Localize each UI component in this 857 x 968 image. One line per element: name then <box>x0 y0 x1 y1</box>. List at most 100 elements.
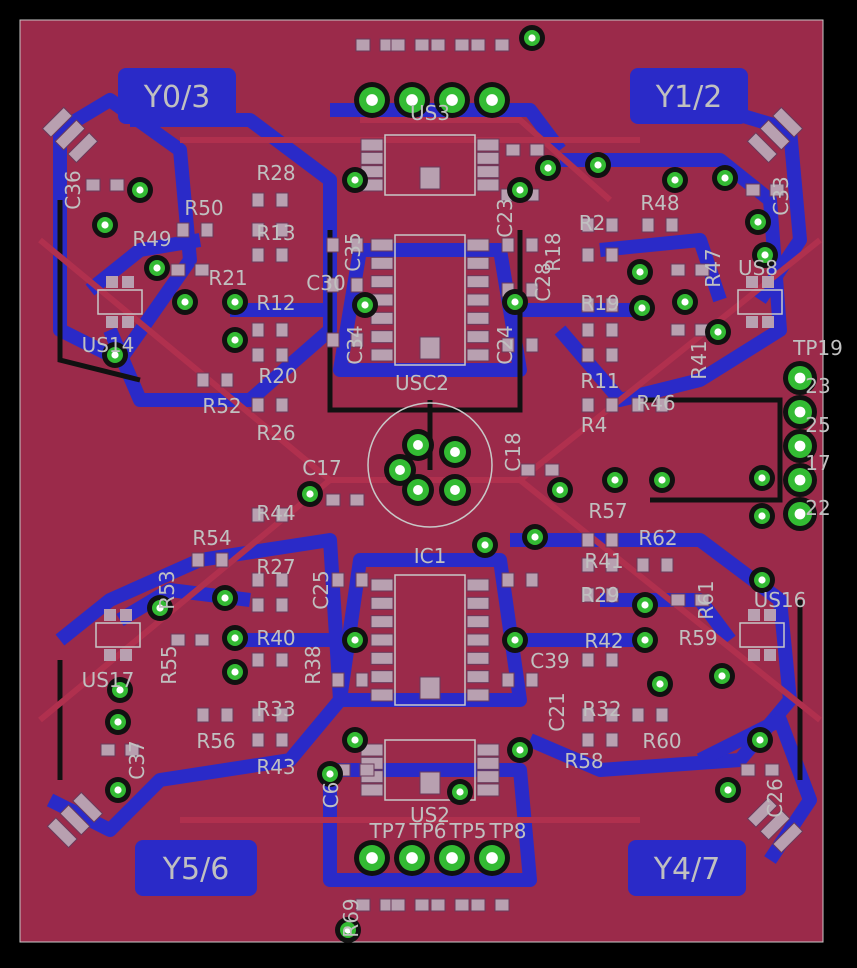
designator-label: TP5 <box>448 819 486 843</box>
designator-label: R55 <box>157 645 181 684</box>
smd-pad-icon <box>605 322 619 338</box>
smd-pad-icon <box>251 397 265 413</box>
smd-pad-icon <box>46 791 104 849</box>
smd-pad-icon <box>275 652 289 668</box>
via-icon <box>745 209 771 235</box>
bottom-trace <box>323 763 537 887</box>
designator-label: R28 <box>256 161 295 185</box>
via-icon <box>222 327 248 353</box>
designator-label: IC1 <box>414 544 447 568</box>
designator-label: C23 <box>493 198 517 237</box>
via-icon <box>105 777 131 803</box>
designator-label: R69 <box>339 898 363 937</box>
smd-pad-icon <box>655 707 669 723</box>
designator-label: R60 <box>642 729 681 753</box>
via-icon <box>317 761 343 787</box>
smd-pad-icon <box>605 347 619 363</box>
designator-label: R21 <box>208 266 247 290</box>
designator-label: R48 <box>640 191 679 215</box>
smd-pad-icon <box>605 557 619 573</box>
smd-pad-icon <box>196 707 210 723</box>
designator-label: R61 <box>694 580 718 619</box>
via-icon <box>749 567 775 593</box>
via-icon <box>585 152 611 178</box>
via-icon <box>747 727 773 753</box>
designator-label: C30 <box>306 271 345 295</box>
via-icon <box>222 289 248 315</box>
designator-label: 17 <box>805 451 830 475</box>
smd-pad-icon <box>525 237 539 253</box>
component-footprints <box>41 38 804 912</box>
designator-label: R29 <box>580 583 619 607</box>
via-icon <box>434 840 470 876</box>
smd-pad-icon <box>331 572 345 588</box>
smd-pad-icon <box>194 633 210 647</box>
designator-label: C35 <box>341 232 365 271</box>
designator-label: C36 <box>61 170 85 209</box>
smd-pad-icon <box>670 263 686 277</box>
designator-label: US16 <box>754 588 807 612</box>
designator-label: R11 <box>580 369 619 393</box>
smd-pad-icon <box>251 347 265 363</box>
region-box <box>118 68 236 124</box>
smd-pad-icon <box>325 493 341 507</box>
via-icon <box>297 481 323 507</box>
designator-label: R59 <box>678 626 717 650</box>
smd-pad-icon <box>220 707 234 723</box>
smd-pad-icon <box>605 217 619 233</box>
via-icon <box>92 212 118 238</box>
smd-pad-icon <box>740 763 756 777</box>
designator-label: US8 <box>738 256 778 280</box>
smd-pad-icon <box>414 898 430 912</box>
designator-label: R38 <box>301 645 325 684</box>
smd-pad-icon <box>631 707 645 723</box>
via-icon <box>342 167 368 193</box>
via-icon <box>649 467 675 493</box>
via-icon <box>342 627 368 653</box>
designator-label: R40 <box>256 626 295 650</box>
designator-label: C21 <box>545 692 569 731</box>
designator-label: C26 <box>763 778 787 817</box>
smd-pad-icon <box>525 572 539 588</box>
designator-label: 22 <box>805 496 830 520</box>
smd-pad-icon <box>670 593 686 607</box>
smd-pad-icon <box>200 222 214 238</box>
smd-pad-icon <box>275 347 289 363</box>
smd-pad-icon <box>665 217 679 233</box>
ic-footprint-icon <box>95 609 141 661</box>
region-box <box>630 68 748 124</box>
smd-pad-icon <box>605 532 619 548</box>
via-icon <box>147 595 173 621</box>
designator-label: R57 <box>588 499 627 523</box>
smd-pad-icon <box>355 38 371 52</box>
via-icon <box>632 592 658 618</box>
designator-label: C6 <box>319 782 343 809</box>
smd-pad-icon <box>430 898 446 912</box>
via-icon <box>447 779 473 805</box>
smd-pad-icon <box>641 217 655 233</box>
smd-pad-icon <box>124 743 140 757</box>
designator-label: USC2 <box>395 371 449 395</box>
smd-pad-icon <box>694 593 710 607</box>
designator-label: R33 <box>256 697 295 721</box>
designator-label: US17 <box>82 668 135 692</box>
via-icon <box>434 82 470 118</box>
smd-pad-icon <box>109 178 125 192</box>
through-hole-pad-icon <box>367 402 493 528</box>
smd-pad-icon <box>694 263 710 277</box>
smd-pad-icon <box>220 372 234 388</box>
via-icon <box>519 25 545 51</box>
smd-pad-icon <box>350 277 364 293</box>
smd-pad-icon <box>581 397 595 413</box>
bottom-trace-clearance <box>640 397 783 503</box>
via-icon <box>105 709 131 735</box>
via-icon <box>439 474 471 506</box>
smd-pad-icon <box>581 652 595 668</box>
smd-pad-icon <box>501 337 515 353</box>
board-outline <box>19 19 824 943</box>
smd-pad-icon <box>764 763 780 777</box>
via-icon <box>712 165 738 191</box>
smd-pad-icon <box>191 552 205 568</box>
designator-label: TP6 <box>408 819 446 843</box>
